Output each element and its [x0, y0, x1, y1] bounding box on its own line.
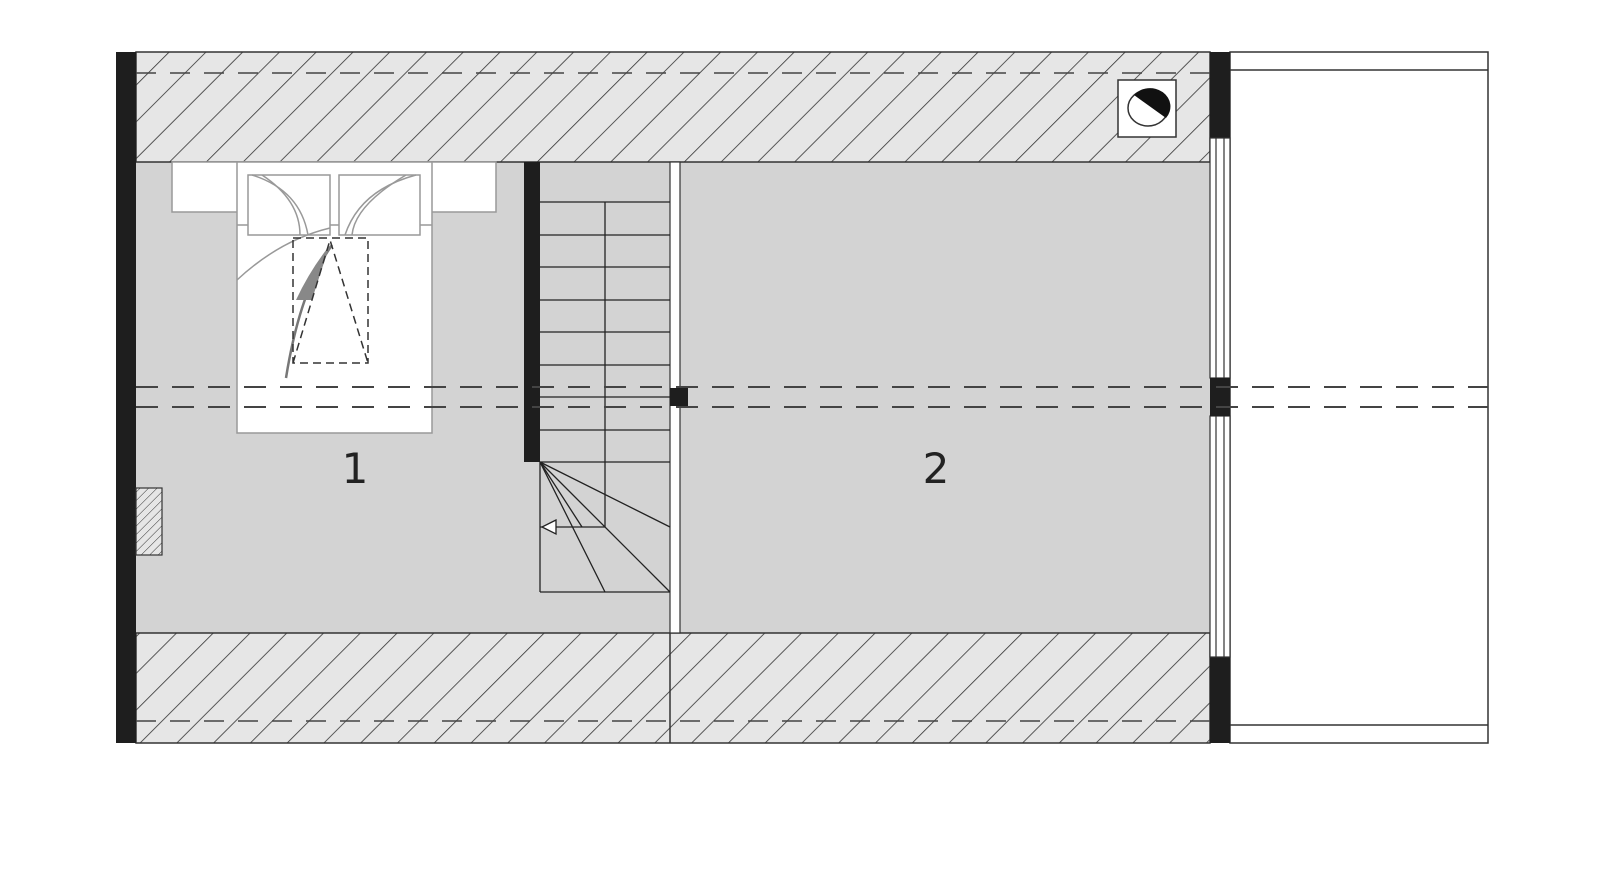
- column-center: [670, 388, 688, 406]
- room-label-2: 2: [923, 444, 950, 493]
- wall-right-top: [1210, 52, 1230, 138]
- beam-lines: [136, 386, 1488, 408]
- radiator: [135, 487, 163, 556]
- wall-right-bottom: [1210, 657, 1230, 743]
- chimney-icon: [1117, 79, 1177, 138]
- roof-band-top: [135, 51, 1211, 163]
- room-label-1: 1: [342, 444, 369, 493]
- window-right-lower: [1209, 415, 1231, 658]
- window-right-upper: [1209, 137, 1231, 379]
- column-right: [1210, 378, 1230, 416]
- terrace: [1229, 51, 1489, 744]
- wall-left: [116, 52, 136, 743]
- roof-band-bottom: [135, 632, 1211, 744]
